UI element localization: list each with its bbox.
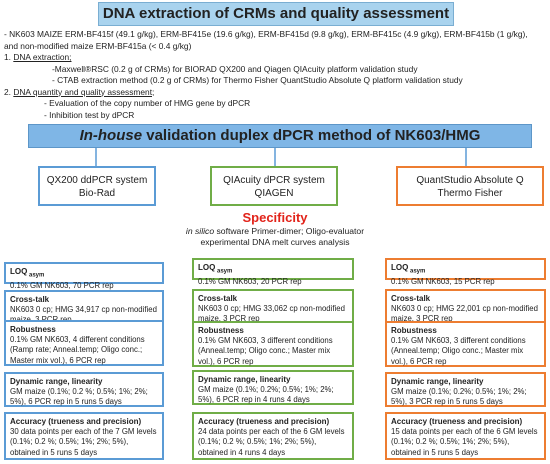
- card-text: 24 data points per each of the 6 GM leve…: [198, 427, 345, 457]
- system-vendor: QIAGEN: [254, 188, 294, 199]
- section-1-number: 1.: [4, 52, 14, 62]
- system-vendor: Thermo Fisher: [437, 188, 503, 199]
- card-heading-text: Dynamic range, linearity: [391, 377, 484, 386]
- card-heading: Cross-talk: [10, 295, 158, 305]
- card-text: 0.1% GM NK603, 3 different conditions (A…: [391, 336, 526, 366]
- card-heading: Dynamic range, linearity: [10, 377, 158, 387]
- system-box-quantstudio: QuantStudio Absolute Q Thermo Fisher: [396, 166, 544, 206]
- card-heading-text: Cross-talk: [198, 294, 238, 303]
- card-text: 30 data points per each of the 7 GM leve…: [10, 427, 157, 457]
- card-heading: Accuracy (trueness and precision): [10, 417, 158, 427]
- card-heading: Robustness: [391, 326, 540, 336]
- card-heading-text: Robustness: [391, 326, 437, 335]
- card-acc: Accuracy (trueness and precision)24 data…: [192, 412, 354, 460]
- card-heading: Robustness: [198, 326, 348, 336]
- card-heading: LOQ asym: [10, 267, 158, 281]
- intro-line-2: and non-modified maize ERM-BF415a (< 0.4…: [4, 40, 192, 51]
- specificity-title: Specificity: [242, 210, 308, 225]
- validation-title: In-house validation duplex dPCR method o…: [28, 124, 532, 148]
- card-text: GM maize (0.1%; 0.2%; 0.5%; 1%; 2%; 5%),…: [391, 387, 527, 407]
- card-text: 0.1% GM NK603, 15 PCR rep: [391, 276, 495, 286]
- loq-subscript: asym: [215, 268, 233, 275]
- card-heading: Dynamic range, linearity: [391, 377, 540, 387]
- system-box-qiacuity: QIAcuity dPCR system QIAGEN: [210, 166, 338, 206]
- card-heading-text: Dynamic range, linearity: [198, 375, 291, 384]
- card-text: GM maize (0.1%; 0.2 %; 0.5%; 1%; 2%; 5%)…: [10, 387, 148, 407]
- card-heading: Cross-talk: [198, 294, 348, 304]
- card-heading: Cross-talk: [391, 294, 540, 304]
- card-heading-text: Accuracy (trueness and precision): [391, 417, 523, 426]
- system-name: QIAcuity dPCR system: [223, 175, 325, 186]
- specificity-software: software Primer-dimer; Oligo-evaluator: [214, 226, 365, 236]
- system-name: QuantStudio Absolute Q: [416, 175, 524, 186]
- card-heading: LOQ asym: [198, 263, 348, 277]
- card-heading-text: LOQ: [10, 267, 28, 276]
- card-heading-text: LOQ: [391, 263, 409, 272]
- section-1-heading: 1. DNA extraction;: [4, 52, 548, 64]
- card-heading: Robustness: [10, 325, 158, 335]
- card-heading: Dynamic range, linearity: [198, 375, 348, 385]
- card-text: 0.1% GM NK603, 70 PCR rep: [10, 280, 114, 290]
- card-text: NK603 0 cp; HMG 33,062 cp non-modified m…: [198, 304, 345, 324]
- loq-subscript: asym: [27, 272, 45, 279]
- system-name: QX200 ddPCR system: [46, 175, 148, 186]
- card-heading: LOQ asym: [391, 263, 540, 277]
- specificity-line-2: experimental DNA melt curves analysis: [200, 237, 350, 247]
- card-heading-text: Dynamic range, linearity: [10, 377, 103, 386]
- card-heading-text: Robustness: [198, 326, 244, 335]
- system-vendor: Bio-Rad: [78, 188, 116, 199]
- section-2-heading: 2. DNA quantity and quality assessment;: [4, 87, 548, 99]
- card-acc: Accuracy (trueness and precision)15 data…: [385, 412, 546, 460]
- card-text: 15 data points per each of the 6 GM leve…: [391, 427, 538, 457]
- section-1-title: DNA extraction;: [13, 52, 72, 62]
- card-text: 0.1% GM NK603, 4 different conditions (R…: [10, 335, 145, 365]
- card-text: GM maize (0.1%; 0.2%; 0.5%; 1%; 2%; 5%),…: [198, 385, 334, 405]
- card-heading: Accuracy (trueness and precision): [198, 417, 348, 427]
- main-title: DNA extraction of CRMs and quality asses…: [98, 2, 454, 26]
- validation-title-rest: validation duplex dPCR method of NK603/H…: [142, 127, 481, 144]
- validation-title-italic: In-house: [79, 127, 143, 144]
- card-text: NK603 0 cp; HMG 34,917 cp non-modified m…: [10, 305, 157, 324]
- specificity-subtitle: in silico software Primer-dimer; Oligo-e…: [0, 226, 550, 248]
- card-heading-text: Robustness: [10, 325, 56, 334]
- card-heading-text: LOQ: [198, 263, 216, 272]
- specificity-line-1: in silico software Primer-dimer; Oligo-e…: [0, 226, 550, 237]
- system-box-qx200: QX200 ddPCR system Bio-Rad: [38, 166, 156, 206]
- section-2-item-1: - Evaluation of the copy number of HMG g…: [44, 98, 251, 108]
- card-heading-text: Cross-talk: [10, 295, 50, 304]
- section-2-item-2: - Inhibition test by dPCR: [44, 109, 135, 120]
- card-heading-text: Accuracy (trueness and precision): [198, 417, 330, 426]
- card-heading-text: Accuracy (trueness and precision): [10, 417, 142, 426]
- section-2-number: 2.: [4, 86, 14, 97]
- card-acc: Accuracy (trueness and precision)30 data…: [4, 412, 164, 460]
- section-1-item-1: -Maxwell®RSC (0.2 g of CRMs) for BIORAD …: [52, 63, 418, 74]
- loq-subscript: asym: [408, 268, 426, 275]
- card-heading: Accuracy (trueness and precision): [391, 417, 540, 427]
- card-text: 0.1% GM NK603, 20 PCR rep: [198, 276, 302, 286]
- card-heading-text: Cross-talk: [391, 294, 431, 303]
- intro-block: - NK603 MAIZE ERM-BF415f (49.1 g/kg), ER…: [4, 29, 548, 121]
- section-1-item-2: - CTAB extraction method (0.2 g of CRMs)…: [52, 75, 463, 85]
- section-2-title: DNA quantity and quality assessment;: [13, 86, 155, 97]
- intro-line-1: - NK603 MAIZE ERM-BF415f (49.1 g/kg), ER…: [4, 29, 528, 39]
- specificity-insilico: in silico: [185, 226, 215, 236]
- card-text: 0.1% GM NK603, 3 different conditions (A…: [198, 336, 333, 366]
- card-text: NK603 0 cp; HMG 22,001 cp non-modified m…: [391, 304, 538, 324]
